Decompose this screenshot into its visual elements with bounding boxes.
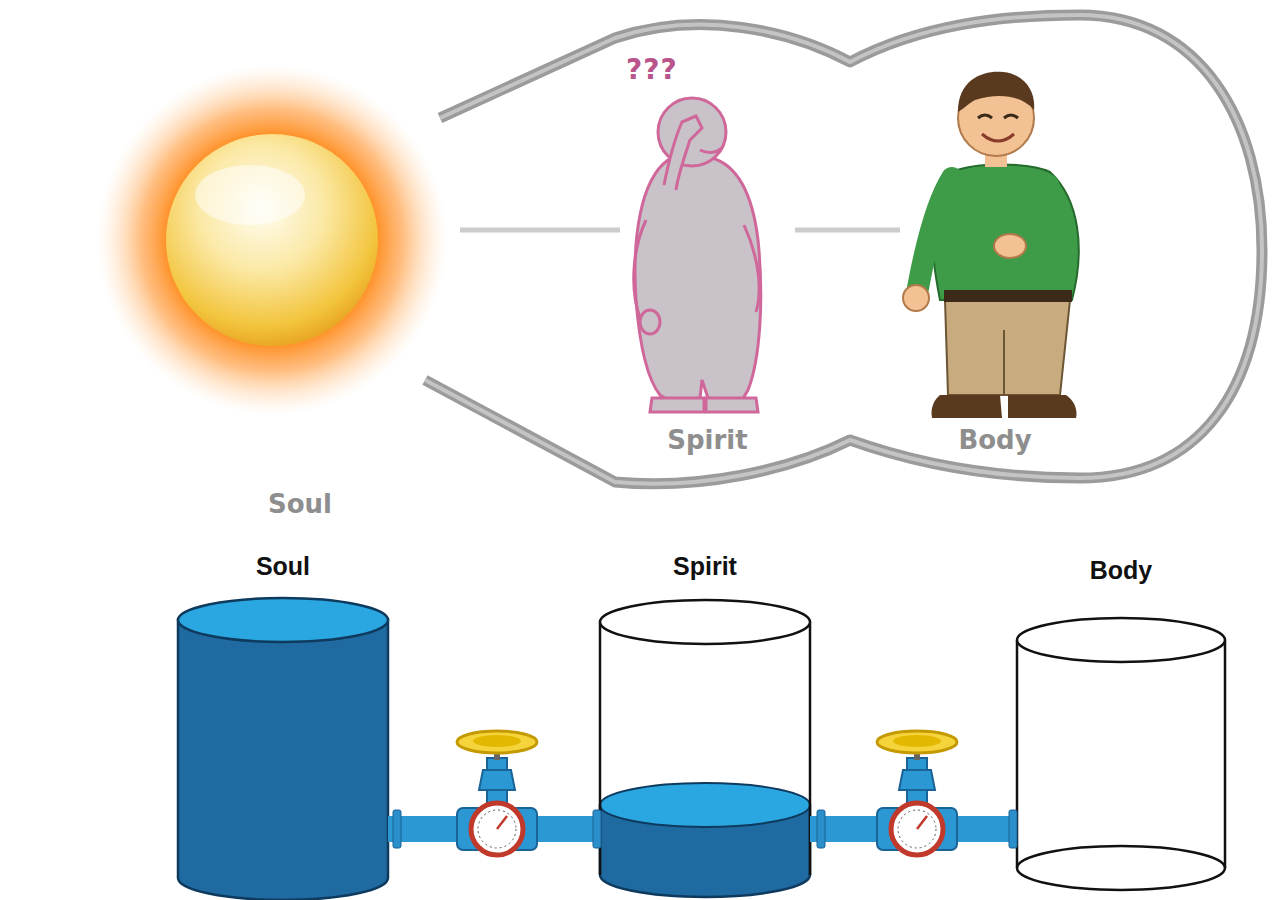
- spirit-figure-shape: [706, 398, 758, 412]
- spirit-cylinder-shape: [600, 600, 810, 644]
- spirit-cylinder-shape: [600, 783, 810, 827]
- valve-right-shape: [893, 735, 941, 747]
- body-figure-shape: [1003, 330, 1005, 395]
- enclosure-outline: [425, 15, 1262, 484]
- body-cylinder: [1017, 618, 1225, 890]
- spirit-figure-shape: [634, 220, 646, 318]
- part-label: Spirit: [667, 426, 747, 456]
- body-figure-shape: [994, 234, 1026, 258]
- connection-line: [460, 228, 620, 233]
- spirit-figure-shape: [664, 116, 702, 190]
- connection-line: [795, 228, 900, 233]
- body-cylinder-shape: [1017, 640, 1225, 890]
- spirit-figure-shape: [640, 310, 660, 334]
- body-figure-shape: [944, 290, 1072, 302]
- valve-left-shape: [478, 810, 516, 848]
- valve-right-shape: [917, 816, 927, 829]
- valve-left-shape: [593, 810, 601, 848]
- valve-left: [393, 731, 601, 855]
- body-figure-shape: [945, 300, 1070, 395]
- soul-cylinder-shape: [178, 598, 388, 642]
- body-figure-shape: [978, 115, 1018, 118]
- soul-cylinder: [178, 598, 388, 900]
- valve-left-shape: [471, 803, 523, 855]
- spirit-figure-shape: [700, 148, 722, 153]
- spirit-figure-shape: [650, 398, 704, 412]
- valve-left-shape: [393, 810, 401, 848]
- valve-right-shape: [877, 731, 957, 753]
- soul-cylinder: Soul: [178, 548, 388, 893]
- valve-right: [817, 731, 1017, 855]
- thought-marks: ???: [626, 54, 678, 86]
- body-figure: [903, 72, 1079, 418]
- spirit-cylinder-shape: [600, 622, 810, 875]
- soul-sun-shape: [195, 165, 305, 225]
- part-label: Body: [958, 426, 1031, 456]
- valve-right-shape: [1009, 810, 1017, 848]
- spirit-figure-shape: [744, 225, 759, 312]
- soul-cylinder-shape: [178, 620, 388, 900]
- body-figure-shape: [958, 72, 1034, 112]
- body-figure-shape: [918, 178, 952, 288]
- spirit-cylinder: [600, 600, 810, 897]
- spirit-figure: [634, 98, 761, 412]
- body-figure-shape: [982, 134, 1014, 141]
- valve-left-shape: [497, 816, 507, 829]
- soul-sun-shape: [166, 134, 378, 346]
- valve-left-shape: [473, 735, 521, 747]
- body-figure-shape: [931, 395, 1002, 418]
- valve-left-shape: [479, 770, 515, 790]
- enclosure-outline-shape: [425, 15, 1262, 484]
- spirit-figure: ??? Spirit: [620, 52, 795, 466]
- enclosure-outline-shape: [425, 15, 1262, 484]
- valve-right-shape: [891, 803, 943, 855]
- body-cylinder: Body: [1017, 552, 1225, 892]
- soul-sun: [97, 65, 447, 415]
- body-cylinder-shape: [1017, 618, 1225, 662]
- valve-right-shape: [817, 810, 825, 848]
- part-label: Spirit: [673, 552, 737, 581]
- body-figure-shape: [903, 285, 929, 311]
- spirit-cylinder: Spirit: [600, 548, 810, 893]
- body-figure: Body: [900, 52, 1090, 466]
- soul-sun: Soul: [140, 70, 460, 530]
- part-label: Soul: [268, 490, 332, 520]
- spirit-figure-shape: [635, 158, 761, 400]
- soul-sun-shape: [97, 65, 447, 415]
- body-cylinder-shape: [1017, 846, 1225, 868]
- valve-right-shape: [898, 810, 936, 848]
- valve-right-shape: [899, 770, 935, 790]
- part-label: Body: [1090, 556, 1153, 585]
- body-figure-shape: [1008, 395, 1077, 418]
- body-figure-shape: [1020, 185, 1054, 244]
- part-label: Soul: [256, 552, 310, 581]
- valve-left-shape: [457, 731, 537, 753]
